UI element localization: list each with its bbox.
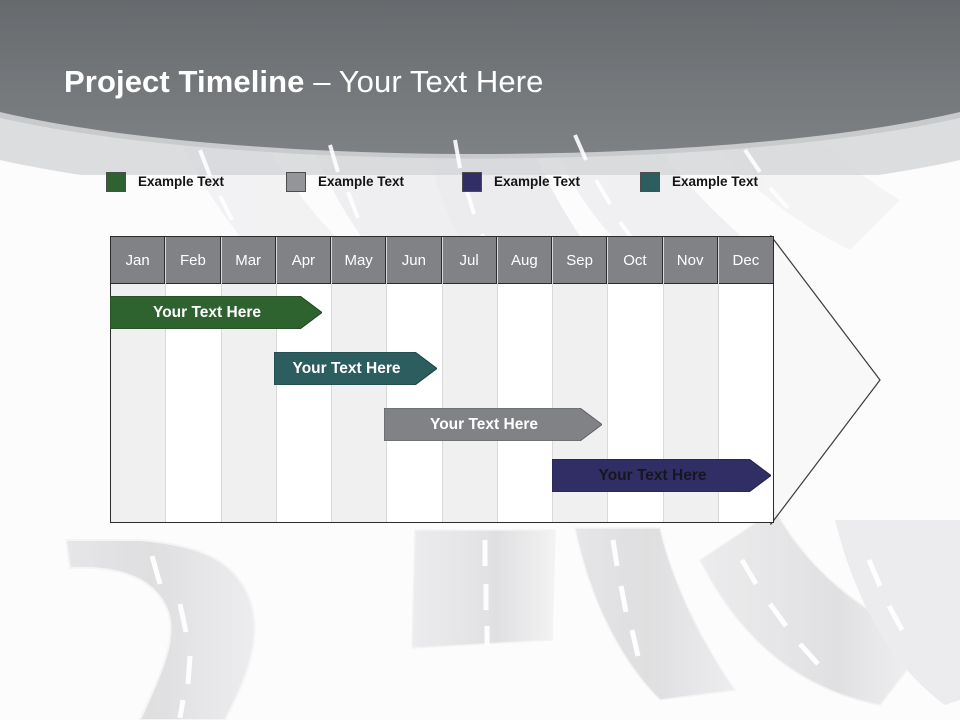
- task-bar-navy[interactable]: Your Text Here: [552, 459, 771, 492]
- month-header-label: Jul: [442, 237, 497, 284]
- legend-item-label: Example Text: [494, 174, 581, 190]
- month-header-label: Apr: [276, 237, 331, 284]
- legend-item-4[interactable]: Example Text: [640, 170, 758, 194]
- month-header-label: Oct: [608, 237, 663, 284]
- month-column-mar[interactable]: Mar: [221, 237, 277, 522]
- page-title: Project Timeline – Your Text Here: [64, 58, 864, 104]
- month-column-aug[interactable]: Aug: [497, 237, 553, 522]
- legend: Example Text Example Text Example Text E…: [106, 170, 846, 194]
- square-swatch-green-icon: [106, 172, 126, 192]
- task-bar-teal[interactable]: Your Text Here: [274, 352, 437, 385]
- month-header-label: Jan: [111, 237, 166, 284]
- square-swatch-gray-icon: [286, 172, 306, 192]
- month-cell-body: [442, 284, 497, 522]
- task-bar-label: Your Text Here: [153, 303, 261, 321]
- legend-item-label: Example Text: [138, 174, 225, 190]
- month-header-label: May: [332, 237, 387, 284]
- legend-item-1[interactable]: Example Text: [106, 170, 224, 194]
- legend-item-label: Example Text: [318, 174, 405, 190]
- month-column-jan[interactable]: Jan: [111, 237, 167, 522]
- month-column-jul[interactable]: Jul: [442, 237, 498, 522]
- month-cell-body: [332, 284, 387, 522]
- legend-item-3[interactable]: Example Text: [462, 170, 580, 194]
- month-header-label: Jun: [387, 237, 442, 284]
- task-bar-label: Your Text Here: [292, 359, 401, 377]
- page-title-rest: – Your Text Here: [304, 63, 544, 99]
- task-bar-gray[interactable]: Your Text Here: [384, 408, 602, 441]
- outline-chevron-arrow: [770, 235, 881, 525]
- month-header-label: Dec: [718, 237, 773, 284]
- month-header-label: Mar: [221, 237, 276, 284]
- month-cell-body: [498, 284, 552, 522]
- month-column-feb[interactable]: Feb: [166, 237, 222, 522]
- legend-item-label: Example Text: [672, 174, 759, 190]
- legend-item-2[interactable]: Example Text: [286, 170, 404, 194]
- month-header-label: Sep: [553, 237, 608, 284]
- task-bar-label: Your Text Here: [430, 415, 538, 433]
- task-bar-green[interactable]: Your Text Here: [110, 296, 322, 329]
- task-bar-label: Your Text Here: [598, 466, 707, 484]
- month-header-label: Aug: [497, 237, 552, 284]
- page-title-strong: Project Timeline: [64, 63, 305, 99]
- square-swatch-teal-icon: [640, 172, 660, 192]
- month-cell-body: [387, 284, 441, 522]
- month-header-label: Nov: [663, 237, 718, 284]
- square-swatch-navy-icon: [462, 172, 482, 192]
- month-header-label: Feb: [166, 237, 221, 284]
